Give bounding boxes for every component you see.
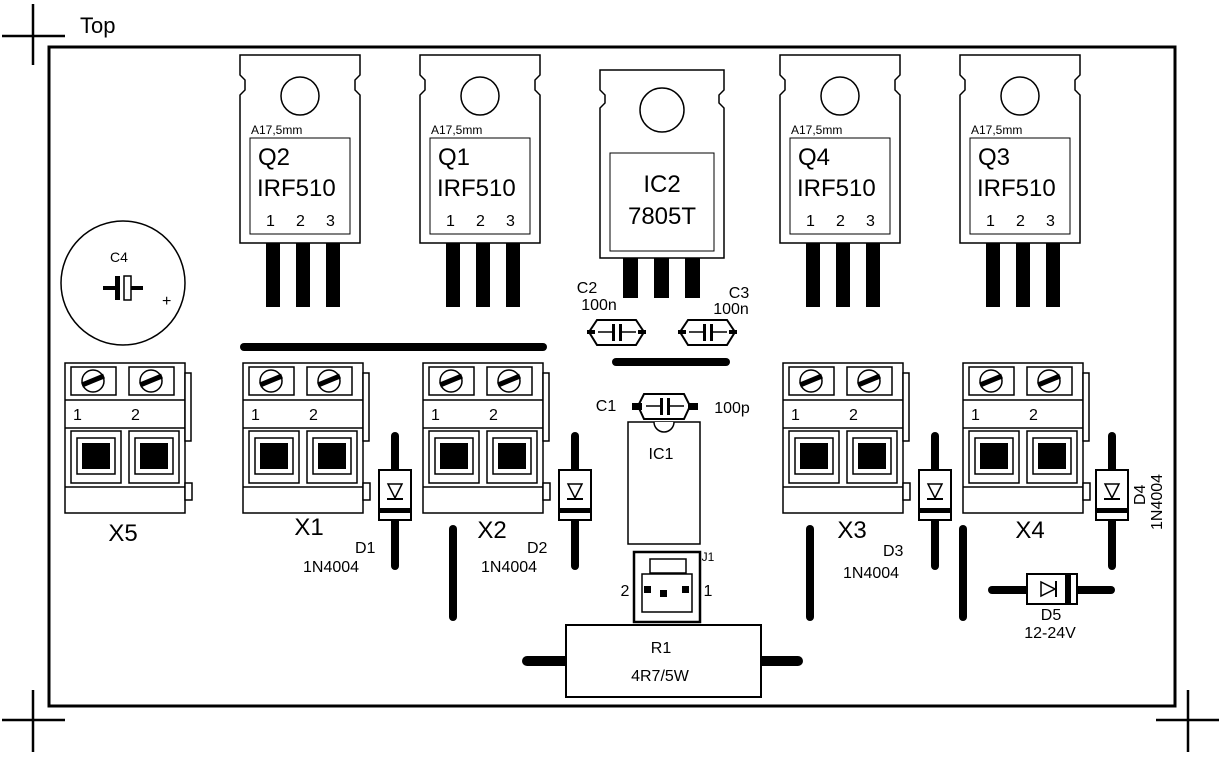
svg-text:R1: R1 — [651, 640, 672, 657]
svg-text:100n: 100n — [713, 301, 749, 318]
svg-text:12-24V: 12-24V — [1024, 625, 1076, 642]
svg-text:D5: D5 — [1041, 607, 1062, 624]
diode-d1: D1 1N4004 — [303, 432, 412, 576]
transistor-q4: A17,5mm Q4 IRF510 1 2 3 — [779, 54, 901, 307]
connector-j1: J1 2 1 — [621, 550, 715, 624]
svg-text:1N4004: 1N4004 — [481, 559, 537, 576]
svg-text:1: 1 — [791, 407, 800, 424]
terminal-x3: 1 2 X3 — [782, 362, 911, 544]
svg-text:1N4004: 1N4004 — [303, 559, 359, 576]
svg-text:A17,5mm: A17,5mm — [431, 123, 482, 137]
capacitor-c1: C1 100p — [596, 393, 750, 420]
regulator-ic2: IC2 7805T — [599, 69, 725, 298]
capacitor-c3: C3 100n — [678, 285, 750, 346]
svg-text:X5: X5 — [108, 520, 137, 547]
svg-text:3: 3 — [506, 213, 515, 230]
svg-text:7805T: 7805T — [628, 203, 696, 230]
svg-text:2: 2 — [309, 407, 318, 424]
svg-text:C2: C2 — [577, 280, 598, 297]
layer-title: Top — [80, 13, 115, 38]
svg-text:2: 2 — [296, 213, 305, 230]
diode-d4-ref: D4 — [1132, 484, 1149, 505]
svg-text:IRF510: IRF510 — [257, 175, 336, 202]
svg-text:D1: D1 — [355, 540, 376, 557]
svg-text:IC2: IC2 — [643, 171, 680, 198]
svg-text:1: 1 — [704, 583, 713, 600]
svg-text:1: 1 — [971, 407, 980, 424]
svg-text:1: 1 — [986, 213, 995, 230]
svg-text:4R7/5W: 4R7/5W — [631, 668, 690, 685]
svg-text:1: 1 — [73, 407, 82, 424]
svg-text:Q3: Q3 — [978, 144, 1010, 171]
svg-text:100p: 100p — [714, 400, 750, 417]
svg-text:A17,5mm: A17,5mm — [251, 123, 302, 137]
transistor-q2: A17,5mm Q2 IRF510 1 2 3 — [239, 54, 361, 307]
svg-text:Q4: Q4 — [798, 144, 830, 171]
resistor-r1: R1 4R7/5W — [522, 624, 803, 698]
svg-text:IRF510: IRF510 — [437, 175, 516, 202]
diode-d4-value: 1N4004 — [1149, 474, 1166, 530]
svg-text:1N4004: 1N4004 — [843, 565, 899, 582]
svg-text:1: 1 — [446, 213, 455, 230]
svg-text:IRF510: IRF510 — [977, 175, 1056, 202]
svg-text:C4: C4 — [110, 249, 128, 265]
svg-text:Q1: Q1 — [438, 144, 470, 171]
terminal-x4: 1 2 X4 — [962, 362, 1091, 544]
diode-d4 — [1095, 432, 1129, 570]
svg-text:A17,5mm: A17,5mm — [791, 123, 842, 137]
svg-text:+: + — [162, 293, 171, 310]
svg-text:A17,5mm: A17,5mm — [971, 123, 1022, 137]
svg-text:C3: C3 — [729, 285, 750, 302]
svg-text:100n: 100n — [581, 297, 617, 314]
diode-d3: D3 1N4004 — [843, 432, 952, 582]
svg-text:1: 1 — [431, 407, 440, 424]
svg-text:3: 3 — [326, 213, 335, 230]
diode-d2: D2 1N4004 — [481, 432, 592, 576]
svg-text:2: 2 — [1016, 213, 1025, 230]
svg-text:X1: X1 — [294, 514, 323, 541]
registration-marks — [2, 4, 1219, 752]
board-outline — [47, 45, 1177, 708]
terminal-x5: 1 2 X5 — [64, 362, 193, 547]
transistor-q3: A17,5mm Q3 IRF510 1 2 3 — [959, 54, 1081, 307]
svg-text:2: 2 — [131, 407, 140, 424]
svg-text:1: 1 — [266, 213, 275, 230]
svg-text:2: 2 — [836, 213, 845, 230]
svg-text:D3: D3 — [883, 543, 904, 560]
ic-ic1: IC1 — [627, 421, 701, 545]
diode-d5: D5 12-24V — [988, 573, 1115, 642]
svg-text:IRF510: IRF510 — [797, 175, 876, 202]
svg-text:2: 2 — [1029, 407, 1038, 424]
terminal-x1: 1 2 X1 — [242, 362, 371, 541]
svg-text:D2: D2 — [527, 540, 548, 557]
svg-text:IC1: IC1 — [649, 446, 674, 463]
svg-text:3: 3 — [1046, 213, 1055, 230]
svg-text:3: 3 — [866, 213, 875, 230]
svg-text:X4: X4 — [1015, 517, 1044, 544]
svg-text:2: 2 — [849, 407, 858, 424]
svg-text:2: 2 — [621, 583, 630, 600]
capacitor-c2: C2 100n — [577, 280, 646, 346]
svg-text:2: 2 — [476, 213, 485, 230]
transistor-q1: A17,5mm Q1 IRF510 1 2 3 — [419, 54, 541, 307]
svg-text:X3: X3 — [837, 517, 866, 544]
svg-text:X2: X2 — [477, 517, 506, 544]
svg-text:Q2: Q2 — [258, 144, 290, 171]
svg-text:1: 1 — [251, 407, 260, 424]
terminal-x2: 1 2 X2 — [422, 362, 551, 544]
svg-text:J1: J1 — [702, 550, 715, 564]
svg-text:2: 2 — [489, 407, 498, 424]
thick-traces — [240, 343, 967, 621]
capacitor-c4: C4 + — [60, 220, 186, 346]
svg-text:1: 1 — [806, 213, 815, 230]
svg-text:C1: C1 — [596, 398, 617, 415]
